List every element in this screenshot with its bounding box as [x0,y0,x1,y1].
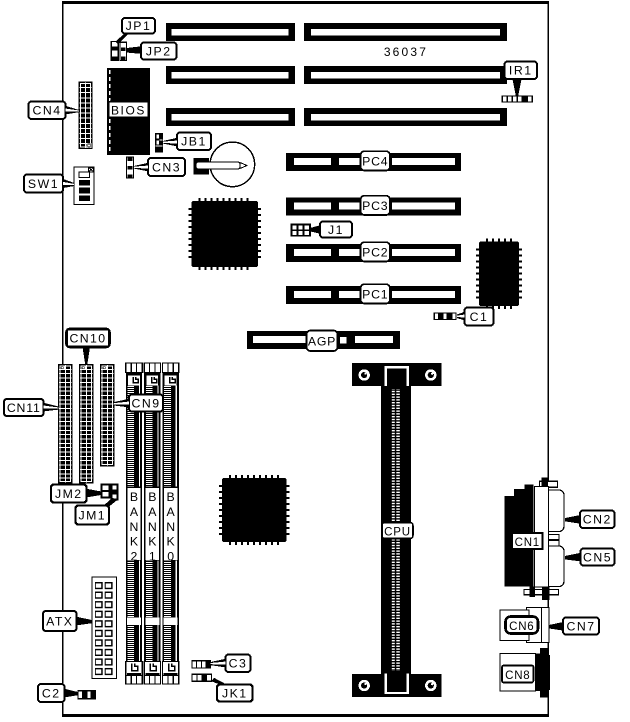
svg-text:CN8: CN8 [505,670,530,682]
svg-text:N: N [166,520,175,534]
svg-text:0: 0 [167,550,174,564]
svg-text:C1: C1 [470,310,489,324]
svg-text:IR1: IR1 [509,64,533,78]
svg-text:SW1: SW1 [28,177,59,191]
svg-text:B: B [130,490,138,504]
svg-text:CN7: CN7 [566,619,595,633]
svg-text:PC3: PC3 [362,199,388,213]
svg-text:JK1: JK1 [222,686,247,700]
svg-text:A: A [130,505,139,519]
svg-text:N: N [148,520,157,534]
svg-text:J1: J1 [328,223,344,237]
svg-text:CN6: CN6 [509,621,534,633]
svg-text:JP2: JP2 [146,44,172,58]
svg-text:B: B [167,490,175,504]
svg-text:CN5: CN5 [583,550,612,564]
svg-text:K: K [148,535,157,549]
svg-text:PC2: PC2 [362,246,388,260]
svg-text:1: 1 [149,550,156,564]
svg-text:ATX: ATX [46,614,73,628]
svg-text:CN4: CN4 [32,104,61,118]
svg-text:CN9: CN9 [131,396,160,410]
svg-text:CN11: CN11 [7,401,41,415]
svg-text:JM1: JM1 [79,508,106,522]
svg-text:JM2: JM2 [55,487,82,501]
svg-text:CN10: CN10 [69,331,106,345]
svg-text:PC1: PC1 [362,288,388,302]
svg-text:CN3: CN3 [152,160,181,174]
svg-text:AGP: AGP [308,334,336,348]
svg-text:CN1: CN1 [515,537,540,549]
svg-text:BIOS: BIOS [111,103,146,117]
svg-text:C2: C2 [42,686,61,700]
svg-text:PC4: PC4 [362,155,388,169]
svg-text:A: A [167,505,176,519]
svg-text:2: 2 [131,550,138,564]
svg-text:A: A [148,505,157,519]
svg-text:N: N [130,520,139,534]
svg-text:K: K [167,535,176,549]
svg-text:CN2: CN2 [583,513,612,527]
svg-text:36037: 36037 [384,45,428,59]
svg-text:C3: C3 [229,657,248,671]
svg-text:JP1: JP1 [126,19,152,33]
svg-text:B: B [148,490,156,504]
svg-text:JB1: JB1 [181,135,207,149]
svg-text:K: K [130,535,139,549]
svg-text:CPU: CPU [384,526,411,538]
